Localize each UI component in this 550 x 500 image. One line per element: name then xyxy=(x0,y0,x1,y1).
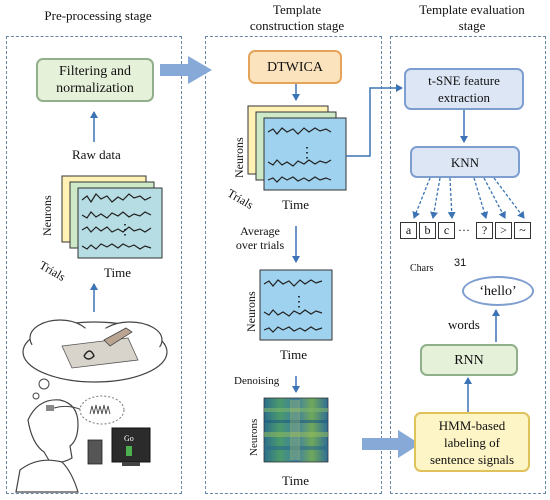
filtering-normalization-box: Filtering and normalization xyxy=(36,58,154,102)
knn-to-chars-arrows xyxy=(412,177,525,219)
average-over-trials-label: Average over trials xyxy=(235,224,285,252)
heatmap-time-axis-label: Time xyxy=(282,473,309,488)
denoising-label: Denoising xyxy=(234,375,280,387)
rnn-box: RNN xyxy=(420,344,518,376)
char-box-b: b xyxy=(419,222,436,239)
averaged-card: ⋮ xyxy=(259,269,333,341)
evaluation-panel xyxy=(390,36,546,494)
raw-data-label: Raw data xyxy=(72,147,121,162)
preprocessing-panel xyxy=(6,36,182,494)
denoised-heatmap xyxy=(263,397,329,463)
chars-count: 31 xyxy=(454,257,467,269)
chars-label: Chars xyxy=(410,263,434,274)
big-arrow-construction-to-evaluation xyxy=(362,430,420,458)
subject-head-illustration xyxy=(15,395,151,493)
svg-text:⋮: ⋮ xyxy=(292,295,306,310)
screen-go-text: Go xyxy=(124,434,134,443)
svg-text:⋮: ⋮ xyxy=(300,146,314,161)
char-box-greater-than: > xyxy=(495,222,512,239)
char-ellipsis: ··· xyxy=(458,223,470,237)
construction-stage-title: Template construction stage xyxy=(249,2,345,33)
dtwica-box: DTWICA xyxy=(248,50,342,84)
svg-text:⋮: ⋮ xyxy=(118,223,132,238)
char-box-tilde: ~ xyxy=(514,222,531,239)
hello-output-ellipse: ‘hello’ xyxy=(462,276,534,306)
words-label: words xyxy=(448,317,480,332)
raw-time-axis-label: Time xyxy=(104,265,131,280)
hmm-labeling-box: HMM-based labeling of sentence signals xyxy=(414,412,530,472)
arrow-cards-to-tsne xyxy=(346,84,403,157)
char-box-question: ? xyxy=(476,222,493,239)
evaluation-stage-title: Template evaluation stage xyxy=(419,2,525,33)
average-time-axis-label: Time xyxy=(280,347,307,362)
thought-cloud-handwriting xyxy=(22,319,168,400)
tsne-feature-extraction-box: t-SNE feature extraction xyxy=(404,68,524,110)
construction-cards: ⋮ xyxy=(247,105,347,191)
construction-neurons-axis-label: Neurons xyxy=(232,137,246,178)
average-neurons-axis-label: Neurons xyxy=(244,291,258,332)
raw-data-cards: ⋮ xyxy=(61,175,163,259)
big-arrow-pre-to-construction xyxy=(160,56,212,84)
construction-time-axis-label: Time xyxy=(282,197,309,212)
char-box-a: a xyxy=(400,222,417,239)
raw-neurons-axis-label: Neurons xyxy=(40,195,54,236)
construction-panel xyxy=(205,36,382,494)
char-box-c: c xyxy=(438,222,455,239)
heatmap-neurons-axis-label: Neurons xyxy=(248,418,260,456)
knn-box: KNN xyxy=(410,146,520,178)
preprocessing-stage-title: Pre-processing stage xyxy=(44,8,152,23)
